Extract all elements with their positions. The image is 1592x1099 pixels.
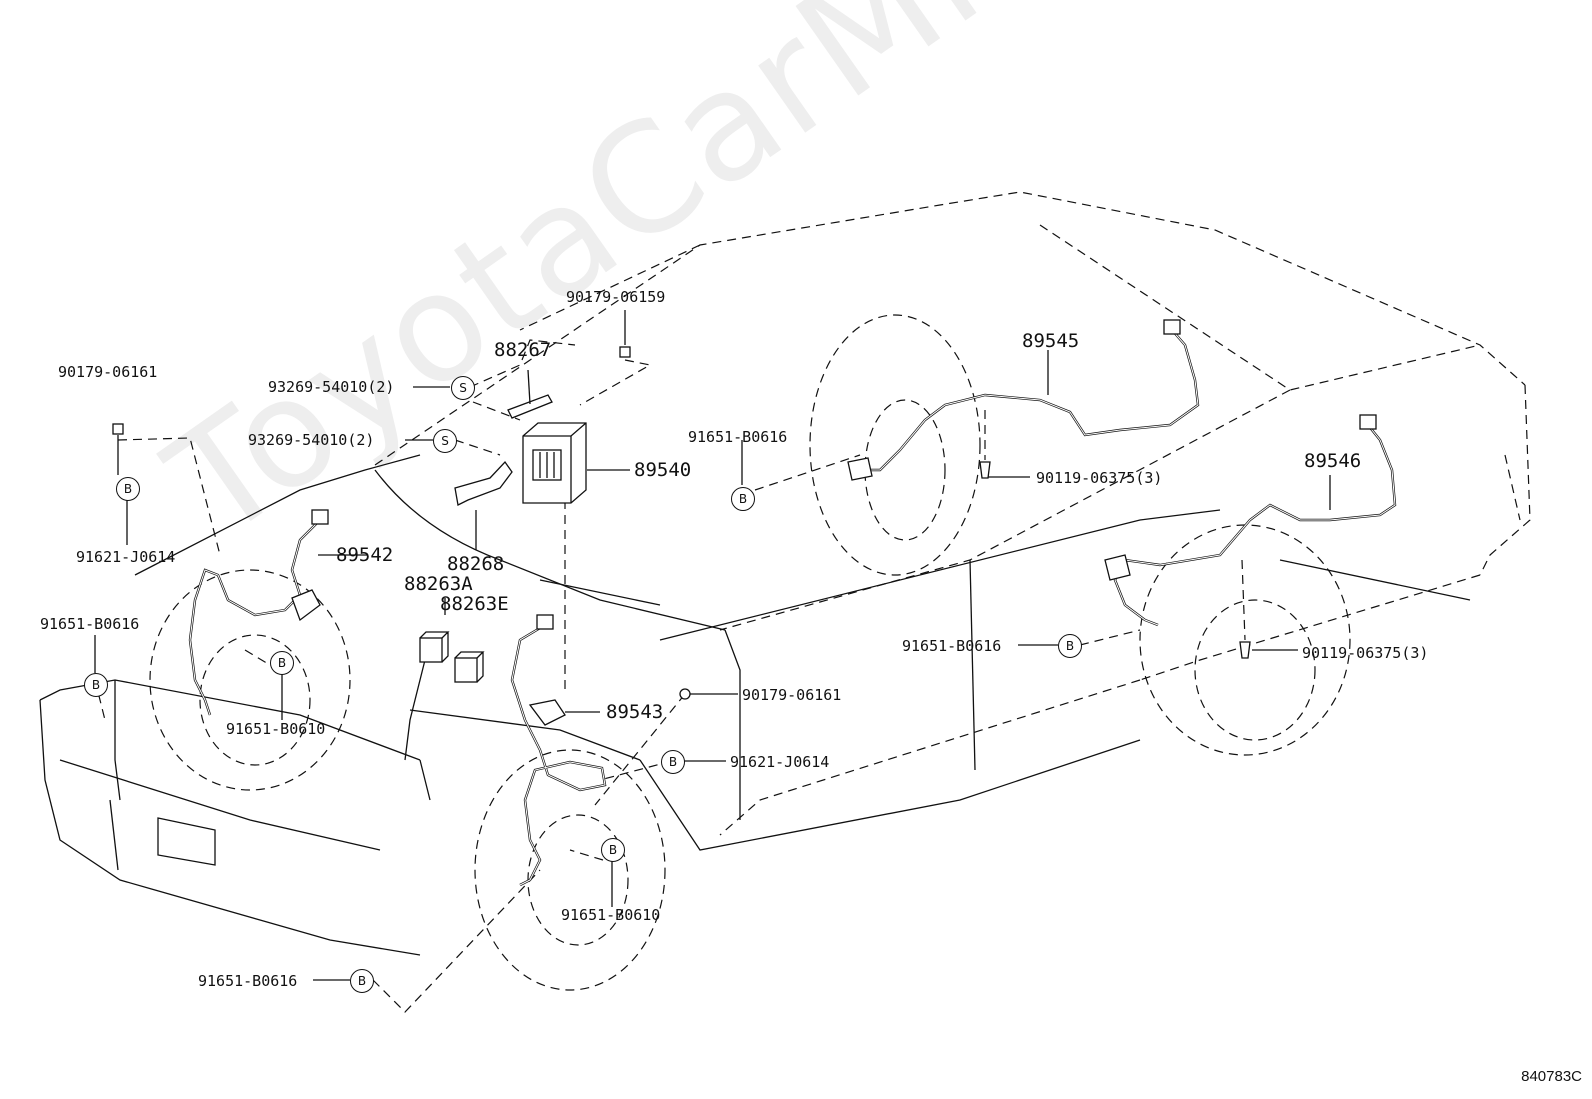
part-label-89540[interactable]: 89540 bbox=[634, 459, 692, 481]
clip-90179-left bbox=[112, 423, 124, 435]
bolt-symbol: B bbox=[661, 750, 685, 774]
screw-symbol: S bbox=[451, 376, 475, 400]
part-label-91651-B0616-upper[interactable]: 91651-B0616 bbox=[688, 428, 788, 446]
bracket-88267 bbox=[507, 394, 553, 419]
part-label-88268[interactable]: 88268 bbox=[447, 553, 505, 575]
bolt-symbol: B bbox=[116, 477, 140, 501]
bracket-88268 bbox=[454, 460, 513, 506]
part-label-91651-B0616-right[interactable]: 91651-B0616 bbox=[902, 637, 1002, 655]
part-label-91621-J0614-left[interactable]: 91621-J0614 bbox=[76, 548, 176, 566]
bolt-symbol: B bbox=[84, 673, 108, 697]
part-label-89545[interactable]: 89545 bbox=[1022, 330, 1080, 352]
clip-90179-top bbox=[619, 346, 631, 358]
relay-88263e bbox=[454, 651, 485, 683]
part-label-89543[interactable]: 89543 bbox=[606, 701, 664, 723]
part-label-88263E[interactable]: 88263E bbox=[440, 593, 509, 615]
part-label-88263A[interactable]: 88263A bbox=[404, 573, 473, 595]
wire-89542 bbox=[188, 509, 329, 716]
part-label-91621-J0614-mid[interactable]: 91621-J0614 bbox=[730, 753, 830, 771]
bolt-symbol: B bbox=[1058, 634, 1082, 658]
bolt-90119-b bbox=[1239, 641, 1251, 659]
relay-88263a bbox=[419, 631, 450, 663]
part-label-89546[interactable]: 89546 bbox=[1304, 450, 1362, 472]
bolt-symbol: B bbox=[350, 969, 374, 993]
part-label-90119-06375-b[interactable]: 90119-06375(3) bbox=[1302, 644, 1429, 662]
wire-89545 bbox=[847, 319, 1200, 481]
wire-89543 bbox=[510, 614, 607, 887]
part-label-93269-54010-a[interactable]: 93269-54010(2) bbox=[268, 378, 395, 396]
part-label-90179-06159[interactable]: 90179-06159 bbox=[566, 288, 666, 306]
part-label-91651-B0616-bottom[interactable]: 91651-B0616 bbox=[198, 972, 298, 990]
bolt-symbol: B bbox=[601, 838, 625, 862]
part-label-90119-06375-a[interactable]: 90119-06375(3) bbox=[1036, 469, 1163, 487]
part-label-89542[interactable]: 89542 bbox=[336, 544, 394, 566]
abs-control-module bbox=[522, 422, 587, 504]
clip-90179-mid bbox=[679, 688, 691, 700]
part-label-90179-06161-mid[interactable]: 90179-06161 bbox=[742, 686, 842, 704]
wire-89546 bbox=[1104, 414, 1397, 627]
part-label-90179-06161-left[interactable]: 90179-06161 bbox=[58, 363, 158, 381]
part-label-88267[interactable]: 88267 bbox=[494, 339, 552, 361]
bolt-90119-a bbox=[979, 461, 991, 479]
bolt-symbol: B bbox=[731, 487, 755, 511]
diagram-code: 840783C bbox=[1521, 1068, 1582, 1085]
screw-symbol: S bbox=[433, 429, 457, 453]
part-label-91651-B0616-left[interactable]: 91651-B0616 bbox=[40, 615, 140, 633]
part-label-91651-B0610-left[interactable]: 91651-B0610 bbox=[226, 720, 326, 738]
part-label-91651-B0610-front[interactable]: 91651-B0610 bbox=[561, 906, 661, 924]
part-label-93269-54010-b[interactable]: 93269-54010(2) bbox=[248, 431, 375, 449]
bolt-symbol: B bbox=[270, 651, 294, 675]
